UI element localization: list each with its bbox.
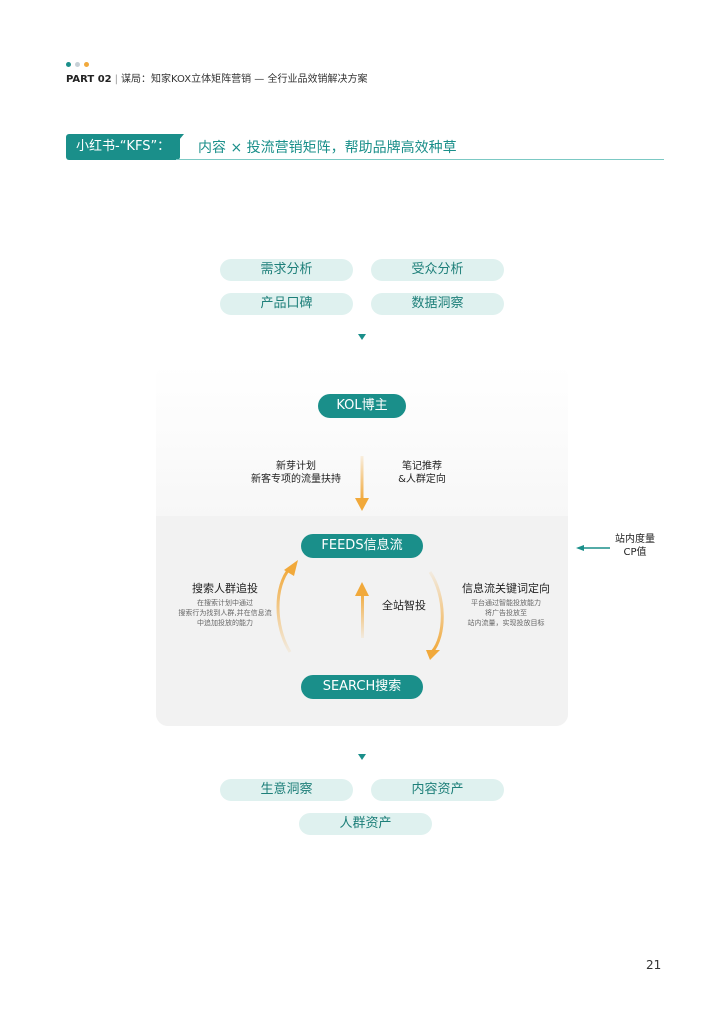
right-desc: 平台通过智能投放能力 将广告投放至 站内流量，实现投放目标 (456, 598, 556, 628)
left-curve-arrow (276, 567, 292, 653)
page-number: 21 (646, 958, 662, 972)
section-tag: 小红书-“KFS”： (66, 134, 181, 160)
cycle-arrows (276, 560, 444, 660)
output-pill-content: 内容资产 (371, 779, 504, 801)
left-curve-head (284, 560, 298, 576)
flow-panel (156, 364, 568, 726)
input-pill-reputation: 产品口碑 (220, 293, 353, 315)
center-arrow-head (355, 582, 369, 596)
part-label: PART 02 (66, 74, 112, 85)
node-feeds: FEEDS信息流 (301, 534, 423, 558)
right-desc-line-1: 平台通过智能投放能力 (471, 599, 541, 607)
right-flow-text: 笔记推荐 &人群定向 (384, 460, 460, 486)
side-note-arrow (576, 545, 610, 551)
side-note: 站内度量 CP值 (610, 533, 660, 559)
left-title: 搜索人群追投 (192, 582, 258, 595)
input-pill-demand: 需求分析 (220, 259, 353, 281)
dot-gray (75, 62, 80, 67)
side-note-line-2: CP值 (623, 547, 647, 558)
left-desc-line-2: 搜索行为找到人群,并在信息流 (178, 609, 272, 617)
section-notch (174, 134, 184, 146)
down-marker-bottom (358, 754, 366, 760)
input-pill-audience: 受众分析 (371, 259, 504, 281)
output-pill-audience: 人群资产 (299, 813, 432, 835)
left-desc-line-1: 在搜索计划中通过 (197, 599, 253, 607)
section-header: 小红书-“KFS”： 内容 × 投流营销矩阵，帮助品牌高效种草 (66, 134, 664, 162)
right-curve-arrow (428, 571, 444, 653)
header-dots (66, 62, 89, 67)
right-desc-line-3: 站内流量，实现投放目标 (467, 619, 545, 627)
input-pill-insight: 数据洞察 (371, 293, 504, 315)
part-title: 谋局：知家KOX立体矩阵营销 — 全行业品效销解决方案 (121, 74, 368, 85)
part-separator: | (114, 74, 118, 85)
dot-orange (84, 62, 89, 67)
side-note-line-1: 站内度量 (615, 534, 655, 545)
left-desc: 在搜索计划中通过 搜索行为找到人群,并在信息流 中追加投放的能力 (170, 598, 280, 628)
center-label: 全站智投 (382, 599, 426, 612)
kol-down-arrow (355, 456, 369, 511)
right-desc-line-2: 将广告投放至 (485, 609, 527, 617)
section-subtitle: 内容 × 投流营销矩阵，帮助品牌高效种草 (198, 140, 457, 156)
right-curve-head (426, 650, 440, 660)
down-marker-top (358, 334, 366, 340)
right-flow-line-2: &人群定向 (398, 474, 446, 485)
node-kol: KOL博主 (318, 394, 406, 418)
node-search: SEARCH搜索 (301, 675, 423, 699)
left-flow-line-2: 新客专项的流量扶持 (251, 474, 341, 485)
output-pill-business: 生意洞察 (220, 779, 353, 801)
dot-teal (66, 62, 71, 67)
left-flow-text: 新芽计划 新客专项的流量扶持 (240, 460, 352, 486)
center-arrow-shaft (361, 592, 364, 638)
section-rule (176, 159, 664, 160)
left-desc-line-3: 中追加投放的能力 (197, 619, 253, 627)
right-flow-line-1: 笔记推荐 (402, 461, 442, 472)
part-header: PART 02|谋局：知家KOX立体矩阵营销 — 全行业品效销解决方案 (66, 70, 367, 85)
right-title: 信息流关键词定向 (462, 582, 550, 595)
left-flow-line-1: 新芽计划 (276, 461, 316, 472)
